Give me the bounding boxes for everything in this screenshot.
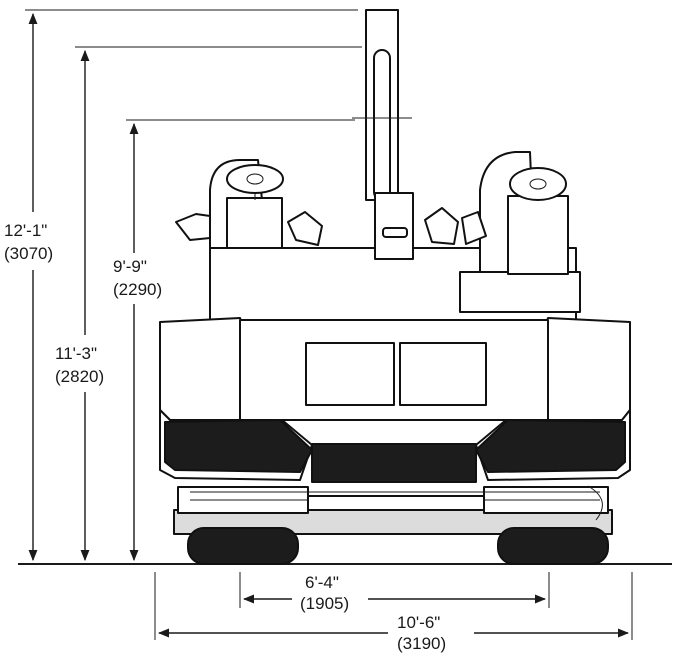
dim-overall-width: 10'-6" (3190) [154,572,633,653]
seat-height-metric: (2290) [113,280,162,299]
overall-width-metric: (3190) [397,634,446,653]
exhaust-stack [352,9,412,201]
hopper-height-imperial: 11'-3" [55,344,97,363]
left-operator-station [175,159,323,249]
overall-height-metric: (3070) [4,244,53,263]
tracks [187,527,609,565]
paver-machine [159,9,631,565]
push-band [164,419,626,483]
overall-width-imperial: 10'-6" [397,613,440,632]
right-track [497,527,609,565]
dim-track-width: 6'-4" (1905) [239,572,550,613]
overall-height-imperial: 12'-1" [4,221,47,240]
seat-height-imperial: 9'-9" [113,257,147,276]
left-steering-wheel [226,164,284,194]
left-track [187,527,299,565]
dim-seat-height: 9'-9" (2290) [113,119,355,562]
track-width-imperial: 6'-4" [305,573,339,592]
right-steering-wheel [509,167,567,201]
dim-overall-height: 12'-1" (3070) [4,9,358,562]
screed-frame [173,485,613,535]
dim-hopper-height: 11'-3" (2820) [55,46,362,562]
track-width-metric: (1905) [300,594,349,613]
hopper-height-metric: (2820) [55,367,104,386]
right-operator-station [424,151,569,275]
